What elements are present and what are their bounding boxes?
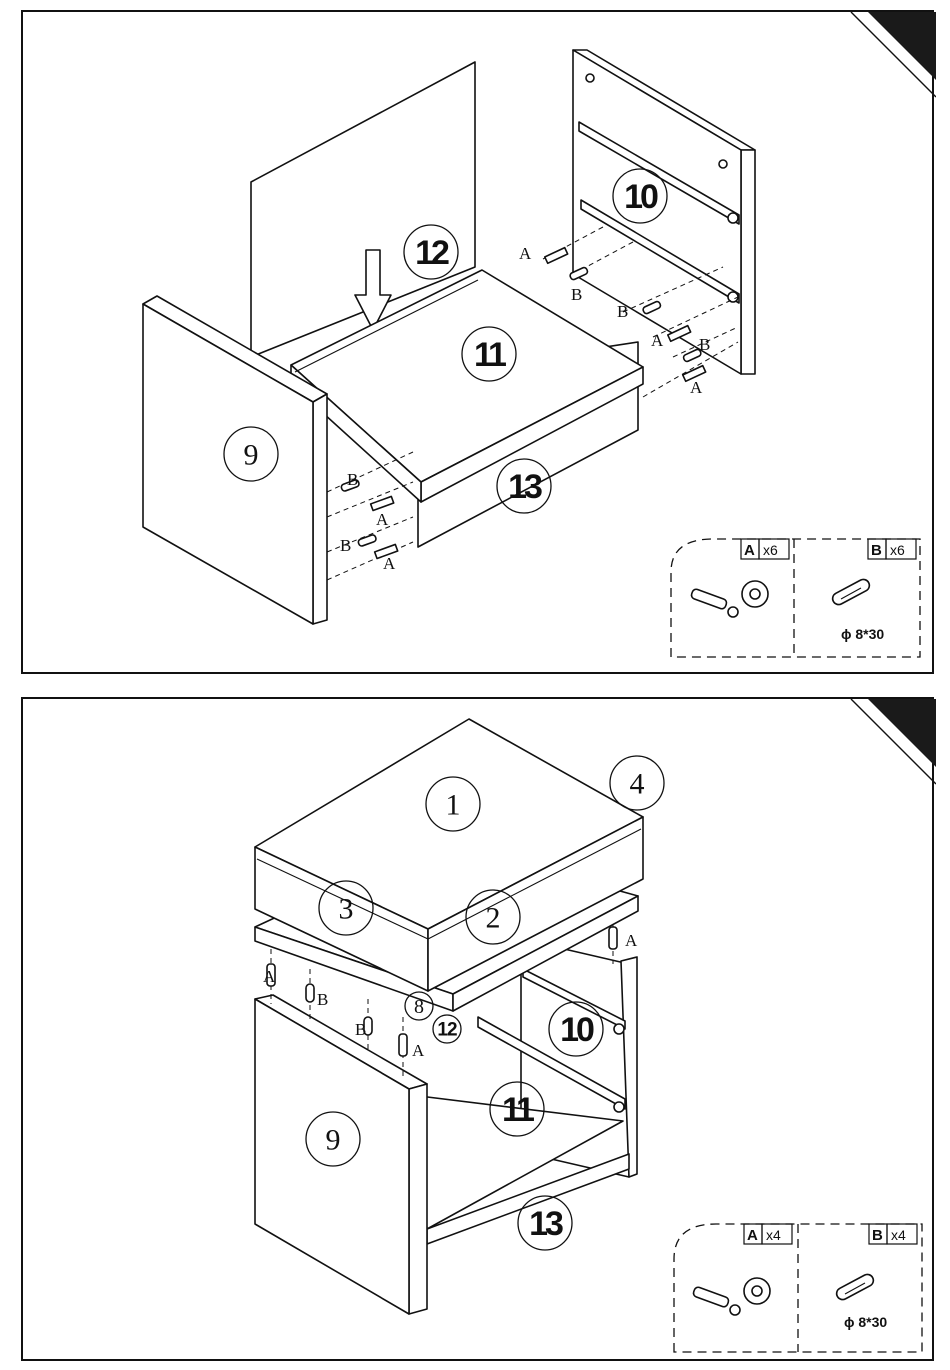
wood-dowel-icon	[835, 1272, 876, 1301]
assembly-step-1-panel: 9 10 11 12 13 A B B A B A B A B A	[21, 10, 934, 674]
fitting-label-b: B	[317, 990, 328, 1009]
hardware-a-letter: A	[744, 542, 755, 559]
part-number-10: 10	[560, 1011, 594, 1049]
part-number-10: 10	[624, 178, 658, 216]
part-number-3: 3	[339, 893, 354, 926]
hardware-box: A x6 B x6 ϕ 8*30	[671, 539, 920, 657]
fitting-label-b: B	[699, 335, 710, 354]
step-1-diagram: 9 10 11 12 13 A B B A B A B A B A	[23, 12, 936, 676]
part-number-11: 11	[474, 336, 506, 374]
fitting-label-a: A	[412, 1041, 425, 1060]
hardware-b-qty: x6	[890, 542, 905, 558]
step-corner-marker	[868, 12, 936, 80]
cam-bolt-icon	[690, 581, 768, 617]
fitting-label-b: B	[571, 285, 582, 304]
part-number-2: 2	[486, 902, 501, 935]
hardware-a-qty: x4	[766, 1227, 781, 1243]
part-number-8: 8	[414, 996, 424, 1018]
side-panel-9-drawing	[255, 999, 409, 1314]
assembly-step-2-panel: 1 2 3 4 8 12 10 11	[21, 697, 934, 1361]
part-number-9: 9	[326, 1124, 341, 1157]
hardware-dowel-size: ϕ 8*30	[841, 626, 884, 642]
fitting-label-a: A	[651, 331, 664, 350]
part-number-9: 9	[244, 439, 259, 472]
part-number-11: 11	[502, 1091, 534, 1129]
fitting-label-a: A	[383, 554, 396, 573]
fitting-a-bolt-4	[371, 496, 394, 510]
fitting-a-bolt	[609, 927, 617, 949]
part-number-13: 13	[529, 1205, 563, 1243]
fitting-a-bolt	[399, 1034, 407, 1056]
hardware-a-qty: x6	[763, 542, 778, 558]
fitting-label-b: B	[347, 470, 358, 489]
hardware-a-letter: A	[747, 1227, 758, 1244]
fitting-b-dowel-5	[358, 534, 377, 547]
step-2-diagram: 1 2 3 4 8 12 10 11	[23, 699, 936, 1363]
hardware-b-letter: B	[872, 1227, 883, 1244]
hardware-box: A x4 B x4 ϕ 8*30	[674, 1224, 922, 1352]
part-number-12: 12	[437, 1020, 457, 1041]
part-callout-12: 12	[433, 1015, 461, 1043]
fitting-a-bolt-1	[545, 248, 568, 264]
hardware-dowel-size: ϕ 8*30	[844, 1314, 887, 1330]
part-callout-4: 4	[610, 756, 664, 810]
fitting-label-b: B	[340, 536, 351, 555]
part-number-12: 12	[415, 234, 449, 272]
fitting-label-b: B	[617, 302, 628, 321]
cam-bolt-icon	[692, 1278, 770, 1315]
part-callout-13: 13	[518, 1196, 572, 1250]
part-number-13: 13	[508, 468, 542, 506]
hardware-b-letter: B	[871, 542, 882, 559]
fitting-label-a: A	[519, 244, 532, 263]
fitting-label-a: A	[263, 967, 276, 986]
wood-dowel-icon	[831, 577, 872, 606]
part-number-4: 4	[630, 768, 645, 801]
fitting-label-b: B	[355, 1020, 366, 1039]
fitting-label-a: A	[376, 510, 389, 529]
part-number-1: 1	[446, 789, 461, 822]
part-callout-8: 8	[405, 992, 433, 1020]
fitting-label-a: A	[690, 378, 703, 397]
hardware-b-qty: x4	[891, 1227, 906, 1243]
step-corner-marker	[868, 699, 936, 767]
fitting-label-a: A	[625, 931, 638, 950]
fitting-b-dowel	[306, 984, 314, 1002]
